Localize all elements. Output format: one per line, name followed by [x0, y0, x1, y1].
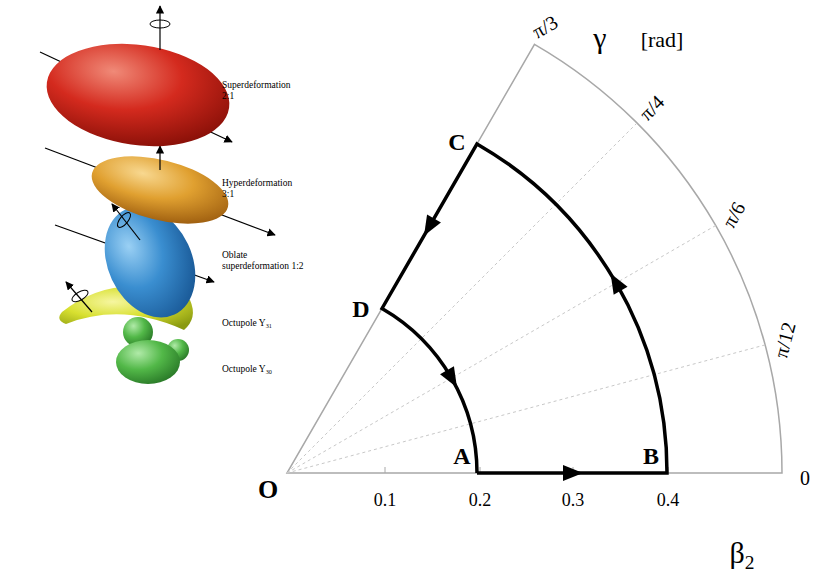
- deformation-path: [382, 144, 667, 481]
- angle-tick: π/12: [770, 319, 801, 359]
- radial-tick: 0.3: [562, 490, 585, 511]
- angle-tick: π/6: [718, 198, 751, 232]
- point-label: D: [352, 296, 369, 324]
- axis-unit: [rad]: [641, 27, 684, 52]
- shape-label: Octupole Y31: [222, 318, 304, 329]
- polar-frame: [287, 44, 782, 473]
- angle-tick: π/3: [528, 11, 562, 44]
- radial-tick: 0.1: [374, 490, 397, 511]
- label-subscript: 2: [745, 552, 755, 573]
- radial-tick: 0.4: [657, 490, 680, 511]
- shape-label: Superdeformation 2:1: [222, 80, 304, 102]
- label-main: Octupole Y: [222, 318, 266, 328]
- shape-label: Oblate superdeformation 1:2: [222, 250, 304, 272]
- shape-label: Octupole Y30: [222, 364, 304, 375]
- label-subscript: 31: [266, 323, 272, 329]
- point-label: B: [643, 443, 659, 471]
- label-main: Octupole Y: [222, 364, 266, 374]
- radial-tick: 0.2: [469, 490, 492, 511]
- shape-label: Hyperdeformation 3:1: [222, 178, 304, 200]
- angle-tick: 0: [800, 467, 810, 490]
- point-label: A: [453, 443, 470, 471]
- label-subscript: 30: [266, 369, 272, 375]
- angle-tick: π/4: [635, 91, 669, 125]
- axis-title: β2: [729, 536, 754, 571]
- label-main: β: [729, 536, 744, 569]
- superdeformed-shape: [40, 6, 236, 157]
- axis-title: γ: [593, 21, 606, 56]
- hyperdeformed-shape: [45, 144, 275, 236]
- point-label: C: [448, 129, 465, 157]
- point-label: O: [258, 475, 278, 505]
